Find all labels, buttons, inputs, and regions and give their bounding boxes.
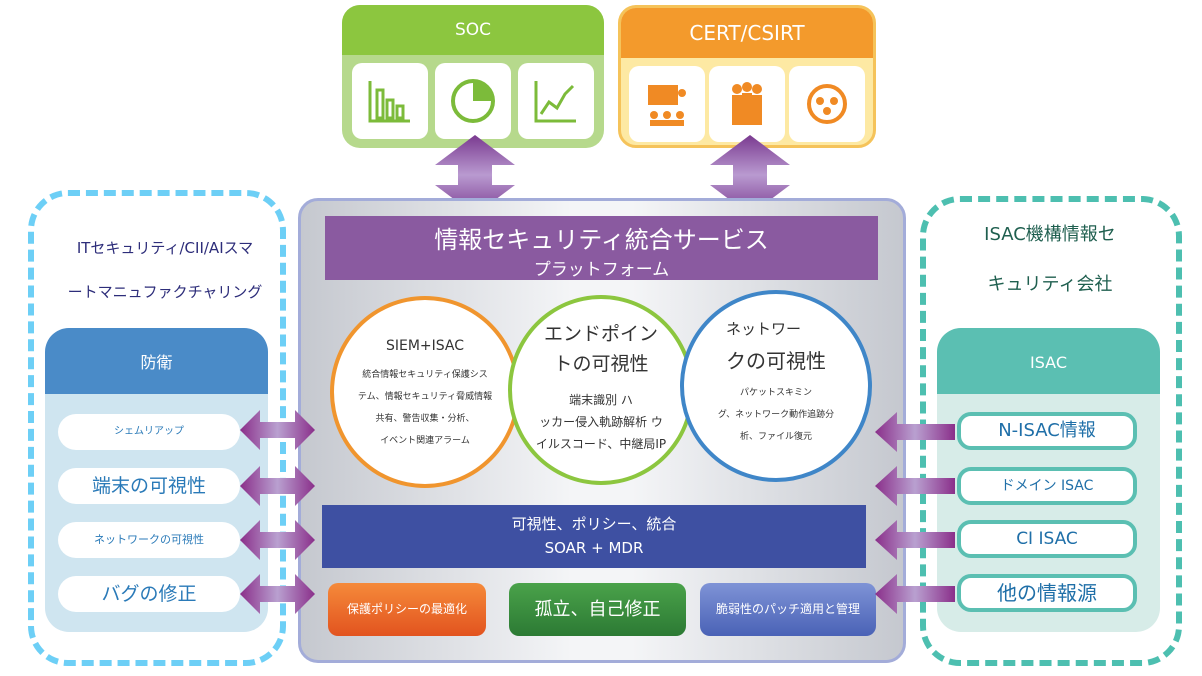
left-title-line2: ートマニュファクチャリング — [67, 283, 263, 301]
soar-mdr-bar: 可視性、ポリシー、統合 SOAR + MDR — [322, 505, 866, 568]
circle-title: SIEM+ISAC — [385, 338, 465, 354]
soc-title: SOC — [342, 5, 604, 55]
platform-subtitle: プラットフォーム — [533, 260, 670, 280]
right-title-line1: ISAC機構情報セ — [984, 224, 1116, 245]
cert-title: CERT/CSIRT — [621, 8, 873, 58]
soc-double-arrow — [435, 135, 515, 215]
arrow-left — [875, 574, 955, 614]
left-double-arrows — [240, 410, 315, 614]
circle-text: テム、情報セキュリティ脅威情報 — [357, 392, 493, 402]
cert-double-arrow — [710, 135, 790, 215]
double-arrow — [240, 410, 315, 450]
left-item[interactable]: シェムリアップ — [58, 414, 240, 450]
right-item[interactable]: CI ISAC — [957, 520, 1137, 558]
soar-bar-line2: SOAR + MDR — [544, 539, 644, 557]
soar-bar-line1: 可視性、ポリシー、統合 — [511, 515, 677, 533]
right-title-line2: キュリティ会社 — [987, 274, 1113, 295]
circle-text: ッカー侵入軌跡解析 ウ — [539, 415, 663, 429]
presentation-icon — [629, 66, 705, 142]
arrow-left — [875, 520, 955, 560]
double-arrow — [240, 466, 315, 506]
circle-title: ネットワー — [726, 320, 802, 338]
defense-panel: 防衛 シェムリアップ 端末の可視性 ネットワークの可視性 バグの修正 — [45, 328, 268, 632]
left-item[interactable]: バグの修正 — [58, 576, 240, 612]
left-title: ITセキュリティ/CII/AIスマ ートマニュファクチャリング — [55, 226, 275, 314]
right-item[interactable]: 他の情報源 — [957, 574, 1137, 612]
right-item[interactable]: ドメイン ISAC — [957, 467, 1137, 505]
left-title-line1: ITセキュリティ/CII/AIスマ — [76, 239, 254, 257]
arrow-left — [875, 466, 955, 506]
circle-title: クの可視性 — [726, 349, 826, 373]
double-arrow — [240, 574, 315, 614]
circle-text: パケットスキミン — [739, 388, 812, 398]
double-arrow — [240, 520, 315, 560]
platform-title: 情報セキュリティ統合サービス — [434, 226, 769, 254]
circle-title: トの可視性 — [553, 353, 649, 375]
isac-title: ISAC — [937, 328, 1160, 394]
policy-optimization-button[interactable]: 保護ポリシーの最適化 — [328, 583, 486, 636]
bar-chart-icon — [351, 63, 428, 139]
circle-text: グ、ネットワーク動作追跡分 — [717, 410, 835, 420]
isolation-self-remediation-button[interactable]: 孤立、自己修正 — [509, 583, 686, 636]
global-network-icon — [789, 66, 865, 142]
platform-title-bar: 情報セキュリティ統合サービス プラットフォーム — [325, 216, 878, 280]
siem-isac-circle: SIEM+ISAC 統合情報セキュリティ保護シス テム、情報セキュリティ脅威情報… — [330, 296, 520, 488]
left-item[interactable]: 端末の可視性 — [58, 468, 240, 504]
vulnerability-patch-button[interactable]: 脆弱性のパッチ適用と管理 — [700, 583, 876, 636]
circle-text: イベント関連アラーム — [380, 436, 470, 446]
defense-title: 防衛 — [45, 328, 268, 394]
network-visibility-circle: ネットワー クの可視性 パケットスキミン グ、ネットワーク動作追跡分 析、ファイ… — [680, 290, 872, 482]
circle-text: 共有、警告収集・分析、 — [375, 414, 475, 424]
isac-panel: ISAC N-ISAC情報 ドメイン ISAC CI ISAC 他の情報源 — [937, 328, 1160, 632]
right-item[interactable]: N-ISAC情報 — [957, 412, 1137, 450]
pie-chart-icon — [434, 63, 511, 139]
cert-box: CERT/CSIRT — [618, 5, 876, 148]
circle-text: 統合情報セキュリティ保護シス — [362, 370, 488, 380]
team-icon — [709, 66, 785, 142]
circle-text: 端末識別 ハ — [569, 393, 633, 407]
arrow-left — [875, 412, 955, 452]
line-chart-icon — [518, 63, 595, 139]
circle-text: イルスコード、中継局IP — [535, 437, 667, 451]
right-arrows — [875, 412, 955, 614]
soc-box: SOC — [342, 5, 604, 148]
left-item[interactable]: ネットワークの可視性 — [58, 522, 240, 558]
circle-title: エンドポイン — [543, 323, 658, 345]
circle-text: 析、ファイル復元 — [739, 432, 812, 442]
right-title: ISAC機構情報セ キュリティ会社 — [935, 210, 1165, 310]
endpoint-visibility-circle: エンドポイン トの可視性 端末識別 ハ ッカー侵入軌跡解析 ウ イルスコード、中… — [508, 295, 694, 485]
